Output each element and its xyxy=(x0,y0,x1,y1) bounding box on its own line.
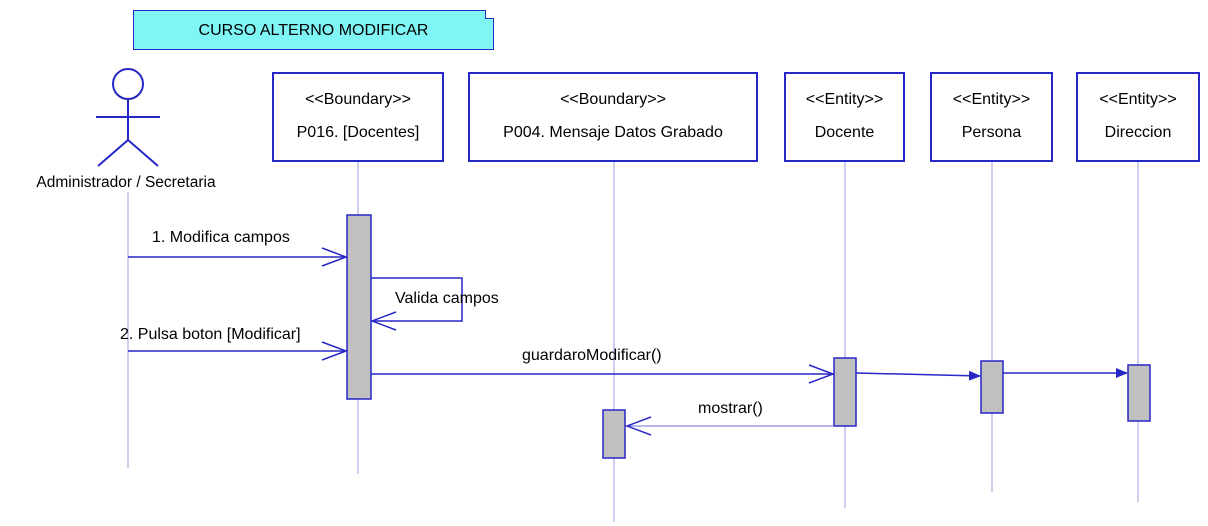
activation-p016 xyxy=(346,214,372,400)
message-arrow-mostrar xyxy=(624,416,834,436)
message-label-modifica-campos: 1. Modifica campos xyxy=(152,229,290,246)
message-label-valida-campos: Valida campos xyxy=(395,290,499,307)
message-arrow-1 xyxy=(128,247,349,267)
object-stereotype: <<Entity>> xyxy=(1099,91,1177,108)
message-label-mostrar: mostrar() xyxy=(698,400,763,417)
message-arrow-self xyxy=(369,277,463,331)
activation-p004 xyxy=(602,409,626,459)
diagram-note: CURSO ALTERNO MODIFICAR xyxy=(133,10,494,50)
object-direccion: <<Entity>> Direccion xyxy=(1076,72,1200,162)
object-name: Persona xyxy=(961,124,1022,141)
object-persona: <<Entity>> Persona xyxy=(930,72,1053,162)
activation-docente xyxy=(833,357,857,427)
message-label-guardar: guardaroModificar() xyxy=(522,347,662,364)
object-p004-mensaje: <<Boundary>> P004. Mensaje Datos Grabado xyxy=(468,72,758,162)
message-arrow-persona xyxy=(855,370,981,381)
object-name: P016. [Docentes] xyxy=(296,124,420,141)
object-stereotype: <<Entity>> xyxy=(805,91,884,108)
object-stereotype: <<Boundary>> xyxy=(560,91,666,108)
activation-persona xyxy=(980,360,1004,414)
object-stereotype: <<Entity>> xyxy=(952,91,1031,108)
actor-label: Administrador / Secretaria xyxy=(36,174,216,191)
activation-direccion xyxy=(1127,364,1151,422)
note-fold-corner xyxy=(485,10,494,19)
actor-icon xyxy=(96,68,160,167)
object-docente: <<Entity>> Docente xyxy=(784,72,905,162)
message-label-pulsa-boton: 2. Pulsa boton [Modificar] xyxy=(120,326,301,343)
message-arrow-guardar xyxy=(371,364,836,384)
object-name: P004. Mensaje Datos Grabado xyxy=(503,124,723,141)
object-stereotype: <<Boundary>> xyxy=(305,91,411,108)
object-name: Direccion xyxy=(1104,124,1172,141)
note-text: CURSO ALTERNO MODIFICAR xyxy=(198,22,429,39)
object-p016-docentes: <<Boundary>> P016. [Docentes] xyxy=(272,72,444,162)
object-name: Docente xyxy=(814,124,875,141)
message-arrow-2 xyxy=(128,341,349,361)
